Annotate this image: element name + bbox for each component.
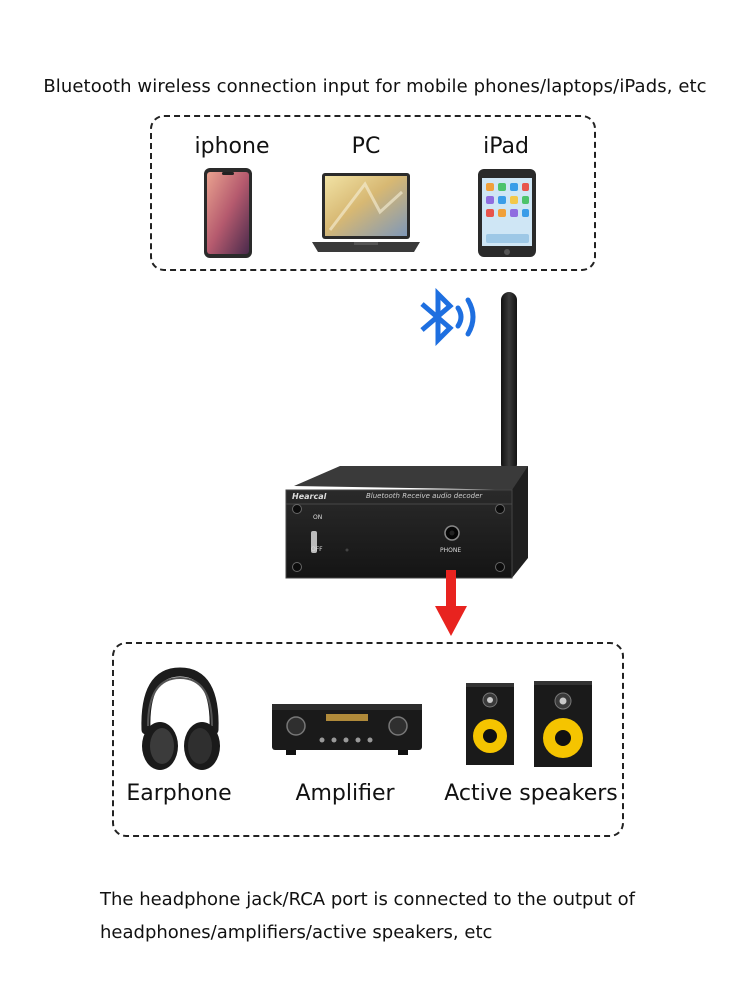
device-model-text: Bluetooth Receive audio decoder — [366, 492, 483, 500]
bottom-caption-line-2: headphones/amplifiers/active speakers, e… — [100, 922, 493, 943]
antenna — [501, 292, 517, 472]
source-label-pc: PC — [351, 134, 381, 159]
source-devices-box — [150, 115, 596, 271]
source-label-iphone: iphone — [194, 134, 270, 159]
output-label-amplifier: Amplifier — [295, 781, 395, 806]
amplifier-icon — [272, 704, 422, 755]
bluetooth-receiver-device — [285, 292, 528, 579]
jack-label: PHONE — [440, 547, 462, 554]
switch-on-label: ON — [313, 514, 323, 521]
output-label-active-speakers: Active speakers — [444, 781, 618, 806]
top-caption: Bluetooth wireless connection input for … — [43, 76, 707, 97]
laptop-icon — [312, 173, 420, 252]
power-switch[interactable] — [311, 531, 317, 553]
headphones-icon — [141, 667, 220, 770]
output-devices-box — [112, 642, 624, 837]
output-label-earphone: Earphone — [126, 781, 232, 806]
bottom-caption: The headphone jack/RCA port is connected… — [100, 883, 720, 949]
down-arrow-icon — [435, 570, 467, 636]
smartphone-icon — [204, 168, 252, 258]
bluetooth-icon — [420, 288, 476, 346]
bottom-caption-line-1: The headphone jack/RCA port is connected… — [100, 889, 636, 910]
source-label-ipad: iPad — [483, 134, 529, 159]
device-brand: Hearcal — [292, 492, 327, 501]
speakers-icon — [466, 681, 592, 767]
switch-off-label: OFF — [311, 546, 323, 553]
tablet-icon — [478, 169, 536, 257]
